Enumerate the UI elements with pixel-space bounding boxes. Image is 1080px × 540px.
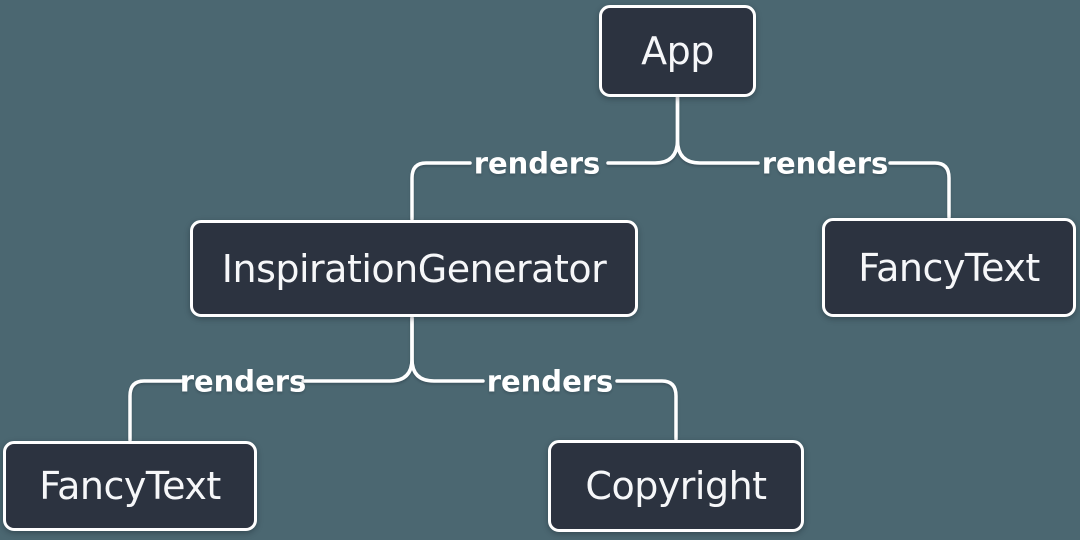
node-inspiration-generator: InspirationGenerator [190, 220, 638, 317]
node-inspiration-generator-label: InspirationGenerator [221, 246, 607, 291]
node-copyright-label: Copyright [585, 464, 767, 508]
edge-label-renders-app-inspirationgenerator: renders [473, 146, 601, 181]
edge-inspirationgenerator-to-copyright-right-segment [615, 379, 678, 441]
edge-label-renders-inspirationgenerator-fancytext: renders [179, 364, 307, 399]
node-fancy-text-top-right: FancyText [822, 218, 1076, 317]
edge-app-to-fancytext-right-segment [888, 161, 951, 219]
edge-app-to-inspirationgenerator-right-segment [606, 95, 680, 165]
node-fancy-text-bottom-left-label: FancyText [39, 464, 221, 508]
node-app: App [599, 5, 756, 97]
edge-app-to-fancytext-left-segment [675, 95, 760, 165]
node-fancy-text-top-right-label: FancyText [858, 245, 1040, 290]
edge-inspirationgenerator-to-fancytext-right-segment [301, 316, 414, 383]
edge-inspirationgenerator-to-copyright-left-segment [410, 316, 485, 383]
node-fancy-text-bottom-left: FancyText [3, 441, 257, 531]
edge-label-renders-inspirationgenerator-copyright: renders [486, 364, 614, 399]
edge-app-to-inspirationgenerator-left-segment [410, 161, 472, 221]
edge-label-renders-app-fancytext: renders [761, 146, 889, 181]
edge-inspirationgenerator-to-fancytext-left-segment [128, 379, 186, 442]
node-app-label: App [641, 29, 714, 73]
node-copyright: Copyright [548, 440, 804, 532]
